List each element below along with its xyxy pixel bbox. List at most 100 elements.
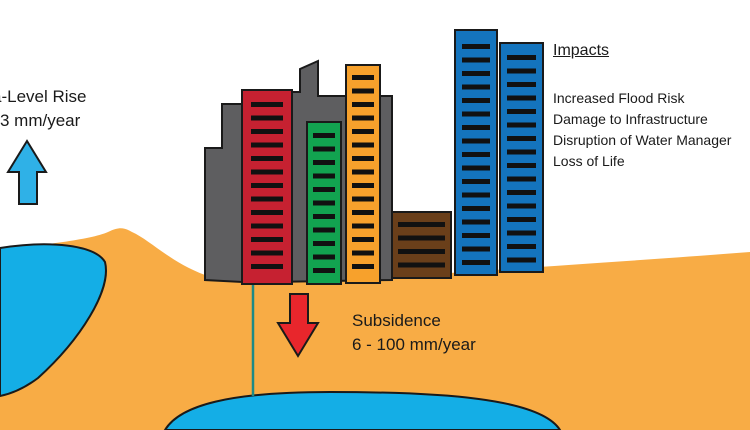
building-window	[398, 249, 445, 254]
building-window	[507, 217, 536, 222]
building-window	[507, 82, 536, 87]
building-window	[251, 183, 283, 188]
blue-building-left-windows	[462, 44, 490, 265]
building-window	[462, 165, 490, 171]
building-window	[313, 173, 335, 179]
building-window	[507, 203, 536, 209]
building-window	[507, 176, 536, 182]
subsidence-title: Subsidence	[352, 311, 441, 330]
building-window	[507, 163, 536, 168]
building-window	[352, 183, 374, 188]
building-window	[313, 187, 335, 192]
impacts-title: Impacts	[553, 42, 610, 59]
building-window	[251, 142, 283, 148]
building-window	[398, 222, 445, 227]
building-window	[462, 84, 490, 90]
building-window	[507, 257, 536, 263]
building-window	[251, 223, 283, 229]
building-window	[352, 169, 374, 175]
building-window	[507, 109, 536, 114]
building-window	[352, 250, 374, 256]
building-window	[462, 111, 490, 117]
building-window	[462, 152, 490, 157]
ground-layer	[0, 228, 750, 430]
building-window	[352, 102, 374, 107]
building-window	[507, 149, 536, 155]
impact-item: Increased Flood Risk	[553, 90, 685, 106]
building-window	[352, 142, 374, 148]
building-window	[313, 146, 335, 152]
building-window	[507, 95, 536, 101]
building-window	[352, 75, 374, 80]
sea-level-rise-title: a-Level Rise	[0, 87, 87, 106]
building-window	[251, 115, 283, 121]
building-window	[507, 68, 536, 74]
sea-water	[0, 243, 107, 398]
building-window	[313, 160, 335, 165]
building-window	[251, 264, 283, 269]
building-window	[462, 44, 490, 49]
subsidence-rate: 6 - 100 mm/year	[352, 335, 476, 354]
building-window	[462, 206, 490, 211]
building-window	[251, 237, 283, 242]
building-window	[462, 179, 490, 184]
impact-item: Damage to Infrastructure	[553, 111, 708, 127]
building-window	[352, 129, 374, 134]
building-window	[462, 71, 490, 76]
building-window	[462, 233, 490, 238]
building-window	[462, 246, 490, 252]
building-window	[313, 227, 335, 233]
building-window	[251, 169, 283, 175]
building-window	[313, 133, 335, 138]
building-window	[462, 192, 490, 198]
impact-item: Loss of Life	[553, 153, 625, 169]
building-window	[313, 254, 335, 260]
blue-building-right	[499, 42, 544, 273]
building-window	[462, 125, 490, 130]
building-window	[352, 264, 374, 269]
building-window	[352, 156, 374, 161]
building-window	[352, 237, 374, 242]
building-window	[251, 102, 283, 107]
building-window	[352, 115, 374, 121]
building-window	[507, 136, 536, 141]
building-window	[507, 55, 536, 60]
building-window	[313, 241, 335, 246]
building-window	[251, 156, 283, 161]
building-window	[313, 268, 335, 273]
building-window	[462, 260, 490, 265]
red-building-windows	[251, 102, 283, 269]
building-window	[507, 244, 536, 249]
groundwater-aquifer	[163, 390, 562, 430]
building-window	[251, 250, 283, 256]
building-window	[352, 223, 374, 229]
building-window	[398, 262, 445, 268]
impact-item: Disruption of Water Manager	[553, 132, 732, 148]
building-window	[313, 200, 335, 206]
building-window	[507, 122, 536, 128]
building-window	[251, 129, 283, 134]
building-window	[462, 98, 490, 103]
green-building-windows	[313, 133, 335, 273]
subsidence-down-arrow	[276, 293, 320, 358]
impacts-list: Increased Flood Risk Damage to Infrastru…	[553, 88, 731, 172]
building-window	[462, 219, 490, 225]
brown-building	[391, 211, 452, 279]
building-window	[251, 196, 283, 202]
building-window	[352, 88, 374, 94]
building-window	[352, 196, 374, 202]
building-window	[313, 214, 335, 219]
building-window	[507, 190, 536, 195]
building-window	[251, 210, 283, 215]
building-window	[352, 210, 374, 215]
blue-building-right-windows	[507, 55, 536, 263]
orange-building-windows	[352, 75, 374, 269]
building-window	[462, 57, 490, 63]
building-window	[462, 138, 490, 144]
brown-building-windows	[398, 222, 445, 268]
building-window	[507, 230, 536, 236]
sea-level-rise-rate: 3 mm/year	[0, 111, 81, 130]
building-window	[398, 235, 445, 241]
sea-level-up-arrow	[6, 139, 48, 205]
